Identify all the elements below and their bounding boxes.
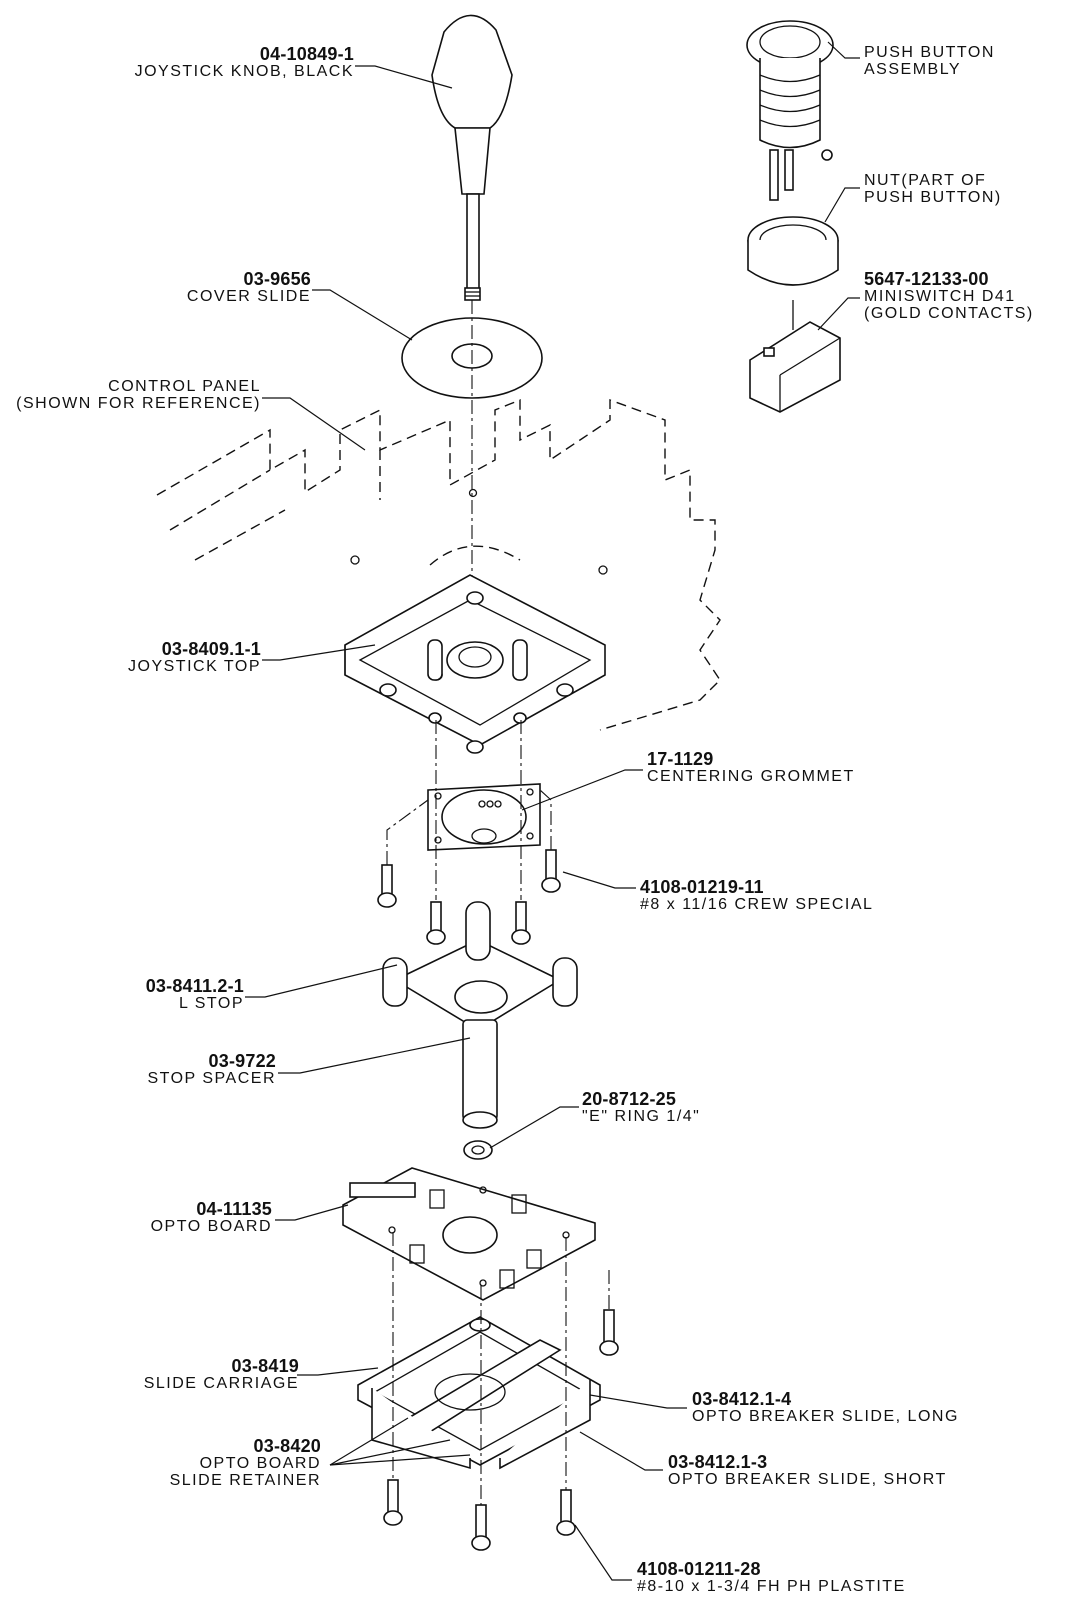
nut-line-2: PUSH BUTTON): [864, 189, 1002, 206]
part-description: "E" RING 1/4": [582, 1108, 701, 1125]
label-l-stop: 03-8411.2-1 L STOP: [146, 977, 244, 1012]
label-opto-breaker-slide-short: 03-8412.1-3 OPTO BREAKER SLIDE, SHORT: [668, 1453, 947, 1488]
label-push-button-nut: NUT(PART OF PUSH BUTTON): [864, 172, 1002, 206]
label-cover-slide: 03-9656 COVER SLIDE: [187, 270, 311, 305]
part-description: OPTO BREAKER SLIDE, SHORT: [668, 1471, 947, 1488]
label-push-button-assembly: PUSH BUTTON ASSEMBLY: [864, 44, 995, 78]
label-bottom-screw: 4108-01211-28 #8-10 x 1-3/4 FH PH PLASTI…: [637, 1560, 906, 1595]
part-number: 4108-01219-11: [640, 877, 764, 897]
label-slide-retainer: 03-8420 OPTO BOARD SLIDE RETAINER: [170, 1437, 321, 1489]
label-slide-carriage: 03-8419 SLIDE CARRIAGE: [144, 1357, 299, 1392]
part-number: 03-8412.1-4: [692, 1389, 792, 1409]
part-number: 03-8409.1-1: [161, 639, 261, 659]
retainer-line-2: SLIDE RETAINER: [169, 1472, 321, 1489]
part-number: 03-9656: [243, 269, 311, 289]
miniswitch-line-2: (GOLD CONTACTS): [864, 305, 1034, 322]
part-description: JOYSTICK TOP: [128, 658, 261, 675]
opto-board: [342, 1167, 596, 1301]
e-ring: [463, 1140, 493, 1160]
retainer-line-1: OPTO BOARD: [199, 1455, 321, 1472]
label-opto-breaker-slide-long: 03-8412.1-4 OPTO BREAKER SLIDE, LONG: [692, 1390, 959, 1425]
part-number: 17-1129: [647, 749, 714, 769]
part-description: #8-10 x 1-3/4 FH PH PLASTITE: [637, 1578, 906, 1595]
bottom-screws: [383, 1232, 619, 1551]
label-joystick-knob: 04-10849-1 JOYSTICK KNOB, BLACK: [135, 45, 354, 80]
label-stop-spacer: 03-9722 STOP SPACER: [147, 1052, 276, 1087]
part-description: CENTERING GROMMET: [647, 768, 855, 785]
l-stop: [382, 901, 578, 1031]
part-description: OPTO BREAKER SLIDE, LONG: [692, 1408, 959, 1425]
centering-grommet: [427, 783, 541, 851]
label-top-screw: 4108-01219-11 #8 x 11/16 CREW SPECIAL: [640, 878, 873, 913]
leader-lines: [245, 41, 860, 1581]
part-number: 4108-01211-28: [637, 1559, 761, 1579]
part-number: 03-9722: [208, 1051, 276, 1071]
part-number: 04-10849-1: [259, 44, 354, 64]
part-number: 03-8419: [231, 1356, 299, 1376]
slide-carriage: [357, 1316, 601, 1470]
part-description: SLIDE CARRIAGE: [143, 1375, 299, 1392]
pushbtn-line-1: PUSH BUTTON: [864, 44, 995, 61]
control-panel-outline: [156, 398, 721, 731]
part-description: #8 x 11/16 CREW SPECIAL: [640, 896, 874, 913]
part-number: 03-8412.1-3: [668, 1452, 768, 1472]
nut-line-1: NUT(PART OF: [864, 172, 987, 189]
push-button-assembly: [746, 20, 834, 201]
part-description: L STOP: [178, 995, 244, 1012]
push-button-nut: [747, 216, 839, 286]
part-description: COVER SLIDE: [186, 288, 311, 305]
pushbtn-line-2: ASSEMBLY: [864, 61, 962, 78]
top-screws: [377, 720, 561, 945]
label-joystick-top: 03-8409.1-1 JOYSTICK TOP: [128, 640, 261, 675]
part-description: OPTO BOARD: [150, 1218, 272, 1235]
label-control-panel: CONTROL PANEL (SHOWN FOR REFERENCE): [16, 378, 261, 412]
part-number: 03-8420: [253, 1436, 321, 1456]
panel-line-2: (SHOWN FOR REFERENCE): [16, 395, 261, 412]
part-description: JOYSTICK KNOB, BLACK: [134, 63, 354, 80]
miniswitch: [749, 300, 841, 413]
panel-line-1: CONTROL PANEL: [108, 378, 261, 395]
cover-slide: [401, 300, 543, 600]
part-number: 20-8712-25: [582, 1089, 677, 1109]
label-opto-board: 04-11135 OPTO BOARD: [151, 1200, 272, 1235]
stop-spacer: [462, 1019, 498, 1129]
joystick-top: [344, 574, 606, 754]
label-e-ring: 20-8712-25 "E" RING 1/4": [582, 1090, 700, 1125]
joystick-knob: [431, 14, 513, 301]
part-description: STOP SPACER: [147, 1070, 276, 1087]
label-miniswitch: 5647-12133-00 MINISWITCH D41 (GOLD CONTA…: [864, 270, 1034, 322]
label-centering-grommet: 17-1129 CENTERING GROMMET: [647, 750, 855, 785]
part-number: 03-8411.2-1: [145, 976, 244, 996]
part-number: 04-11135: [196, 1199, 272, 1219]
miniswitch-line-1: MINISWITCH D41: [864, 288, 1016, 305]
part-number: 5647-12133-00: [864, 269, 989, 289]
